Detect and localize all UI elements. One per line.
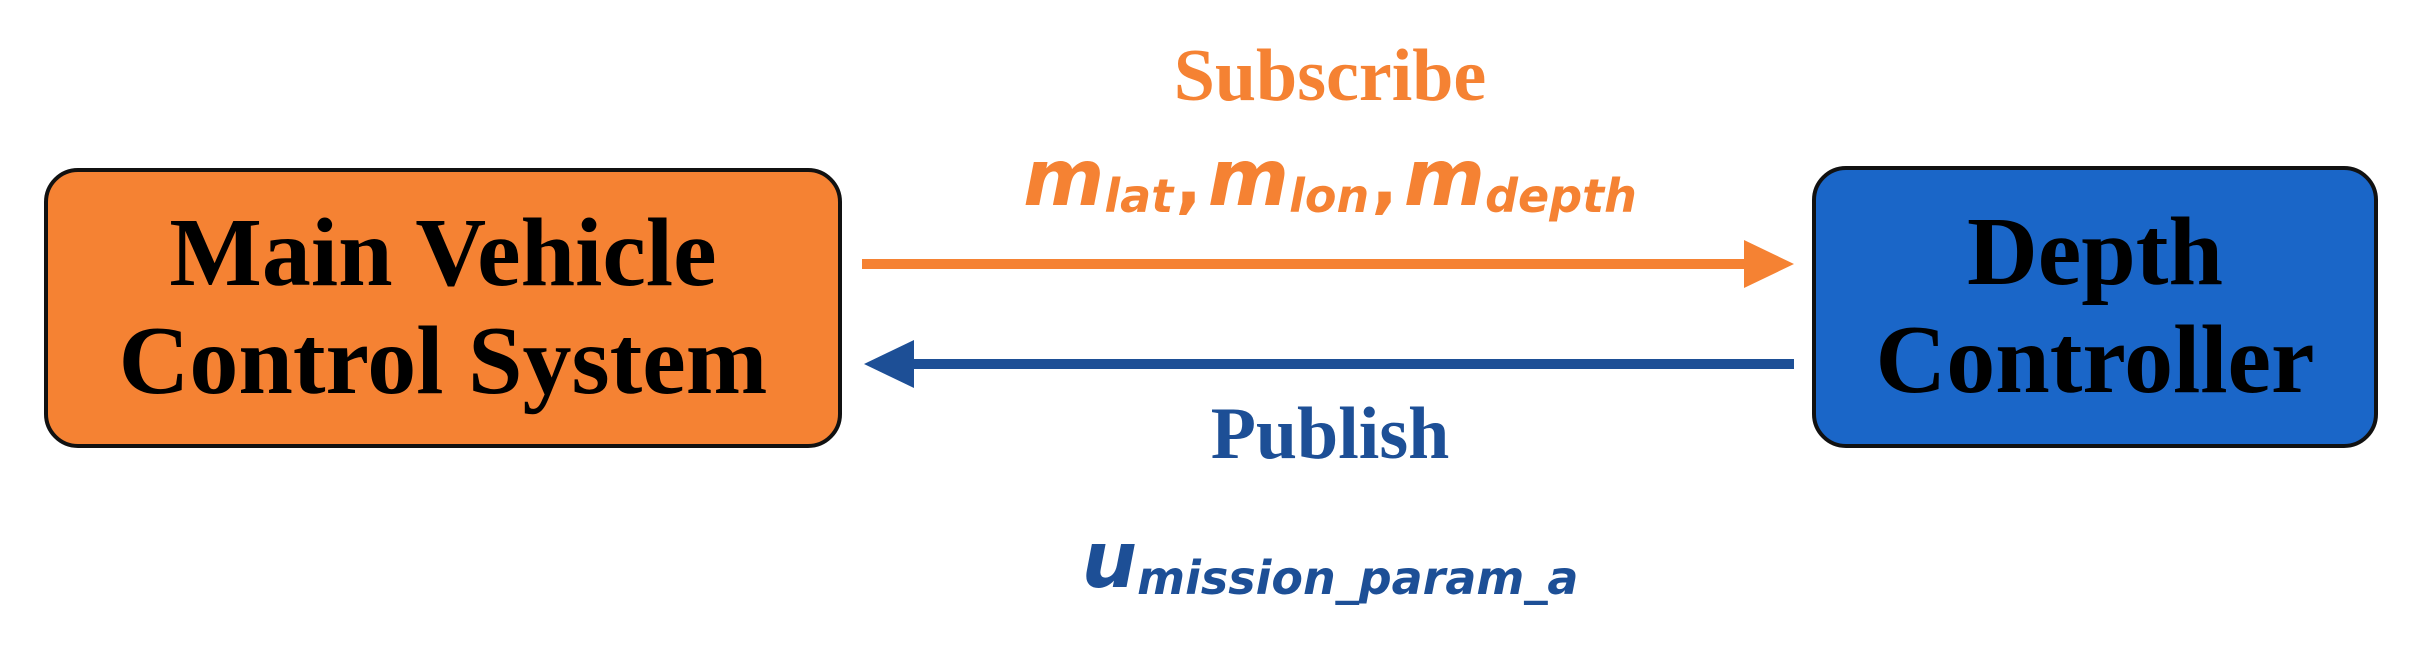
depth-controller-line2: Controller (1875, 306, 2315, 414)
publish-var-subscript: mission_param_a (1137, 550, 1579, 605)
subscribe-arrow (862, 240, 1794, 288)
subscribe-arrowhead (1744, 240, 1794, 288)
publish-label: Publish (1210, 393, 1450, 475)
subscribe-var-depth-subscript: depth (1485, 168, 1637, 223)
subscribe-separator-2: , (1371, 140, 1398, 222)
subscribe-var-lat-subscript: lat (1104, 168, 1174, 223)
depth-controller-line1: Depth (1967, 198, 2223, 307)
publish-arrow (864, 340, 1794, 388)
subscribe-var-depth: mdepth (1404, 134, 1637, 224)
publish-var-symbol: u (1081, 516, 1138, 606)
main-vehicle-control-system-box: Main Vehicle Control System (44, 168, 842, 448)
subscribe-var-lat: mlat (1023, 134, 1173, 224)
subscribe-variables: mlat,mlon,mdepth (900, 134, 1760, 224)
subscribe-var-lon-subscript: lon (1289, 168, 1370, 223)
subscribe-var-lon: mlon (1208, 134, 1369, 224)
subscribe-var-depth-symbol: m (1403, 134, 1486, 224)
main-vehicle-control-system-line2: Control System (118, 307, 768, 415)
subscribe-var-lon-symbol: m (1207, 134, 1290, 224)
main-vehicle-control-system-line1: Main Vehicle (169, 199, 717, 308)
subscribe-label: Subscribe (1173, 35, 1487, 117)
depth-controller-box: Depth Controller (1812, 166, 2378, 448)
subscribe-separator-1: , (1175, 140, 1202, 222)
publish-arrowhead (864, 340, 914, 388)
subscribe-var-lat-symbol: m (1023, 134, 1105, 224)
publish-variable: umission_param_a (900, 516, 1760, 606)
